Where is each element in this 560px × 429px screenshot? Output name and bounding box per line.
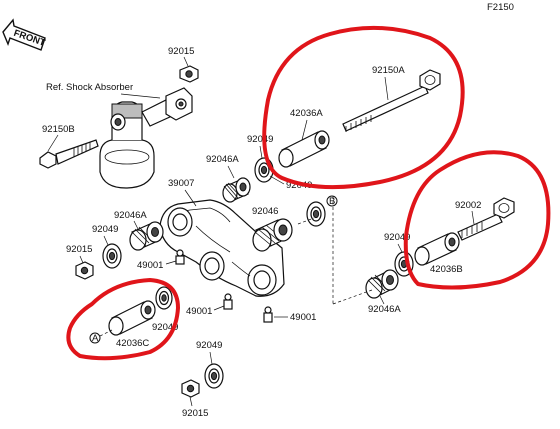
nut-92015-mid xyxy=(75,261,94,280)
highlight-circle-upper xyxy=(262,25,465,190)
nut-92015-bottom xyxy=(181,379,200,398)
seal-92049-bottom xyxy=(204,363,224,389)
shock-absorber-drawing xyxy=(99,87,193,189)
nut-92015-top xyxy=(179,65,199,83)
sleeve-42036b xyxy=(414,232,460,266)
bearing-92046a-left xyxy=(129,221,164,251)
label-92046a-c: 92046A xyxy=(368,304,401,315)
grease-nipple-49001-b xyxy=(223,293,233,310)
sleeve-42036c xyxy=(108,300,156,336)
label-42036b: 42036B xyxy=(430,264,463,275)
bolt-92150a xyxy=(342,69,441,132)
label-92015-top: 92015 xyxy=(168,46,194,57)
bearing-92046 xyxy=(252,218,293,252)
front-arrow-icon xyxy=(2,18,46,51)
callout-b-circle xyxy=(326,195,338,207)
label-92015-mid: 92015 xyxy=(66,244,92,255)
diagram-code: F2150 xyxy=(487,2,514,13)
linkage-rocker-39007 xyxy=(159,199,285,297)
seal-92049-left xyxy=(102,243,122,269)
highlight-circle-right xyxy=(403,150,551,290)
grease-nipple-49001-a xyxy=(175,249,185,265)
callout-a-circle xyxy=(89,332,101,344)
label-92046: 92046 xyxy=(252,206,278,217)
label-92049-d: 92049 xyxy=(384,232,410,243)
label-42036c: 42036C xyxy=(116,338,149,349)
ref-shock-label: Ref. Shock Absorber xyxy=(46,82,133,93)
label-39007: 39007 xyxy=(168,178,194,189)
callout-a: A xyxy=(92,333,99,344)
label-92046a-a: 92046A xyxy=(206,154,239,165)
label-92150a: 92150A xyxy=(372,65,405,76)
label-49001-b: 49001 xyxy=(186,306,212,317)
bolt-92002 xyxy=(457,197,515,241)
label-92015-bottom: 92015 xyxy=(182,408,208,419)
label-49001-c: 49001 xyxy=(290,312,316,323)
label-92046a-b: 92046A xyxy=(114,210,147,221)
label-92002: 92002 xyxy=(455,200,481,211)
label-92049-c: 92049 xyxy=(92,224,118,235)
label-42036a: 42036A xyxy=(290,108,323,119)
label-92049-e: 92049 xyxy=(152,322,178,333)
grease-nipple-49001-c xyxy=(263,306,273,323)
sleeve-42036a xyxy=(278,130,330,168)
highlight-circle-lower-left xyxy=(66,278,180,361)
callout-b: B xyxy=(329,196,335,207)
label-92049-a: 92049 xyxy=(247,134,273,145)
bearing-92046a-right xyxy=(365,269,399,299)
label-92049-f: 92049 xyxy=(196,340,222,351)
label-92150b: 92150B xyxy=(42,124,75,135)
seal-92049-mid xyxy=(306,201,326,227)
seal-92049-lower-left xyxy=(155,286,173,310)
bearing-92046a-upper xyxy=(222,177,251,203)
bolt-92150b xyxy=(39,139,99,169)
label-49001-a: 49001 xyxy=(137,260,163,271)
